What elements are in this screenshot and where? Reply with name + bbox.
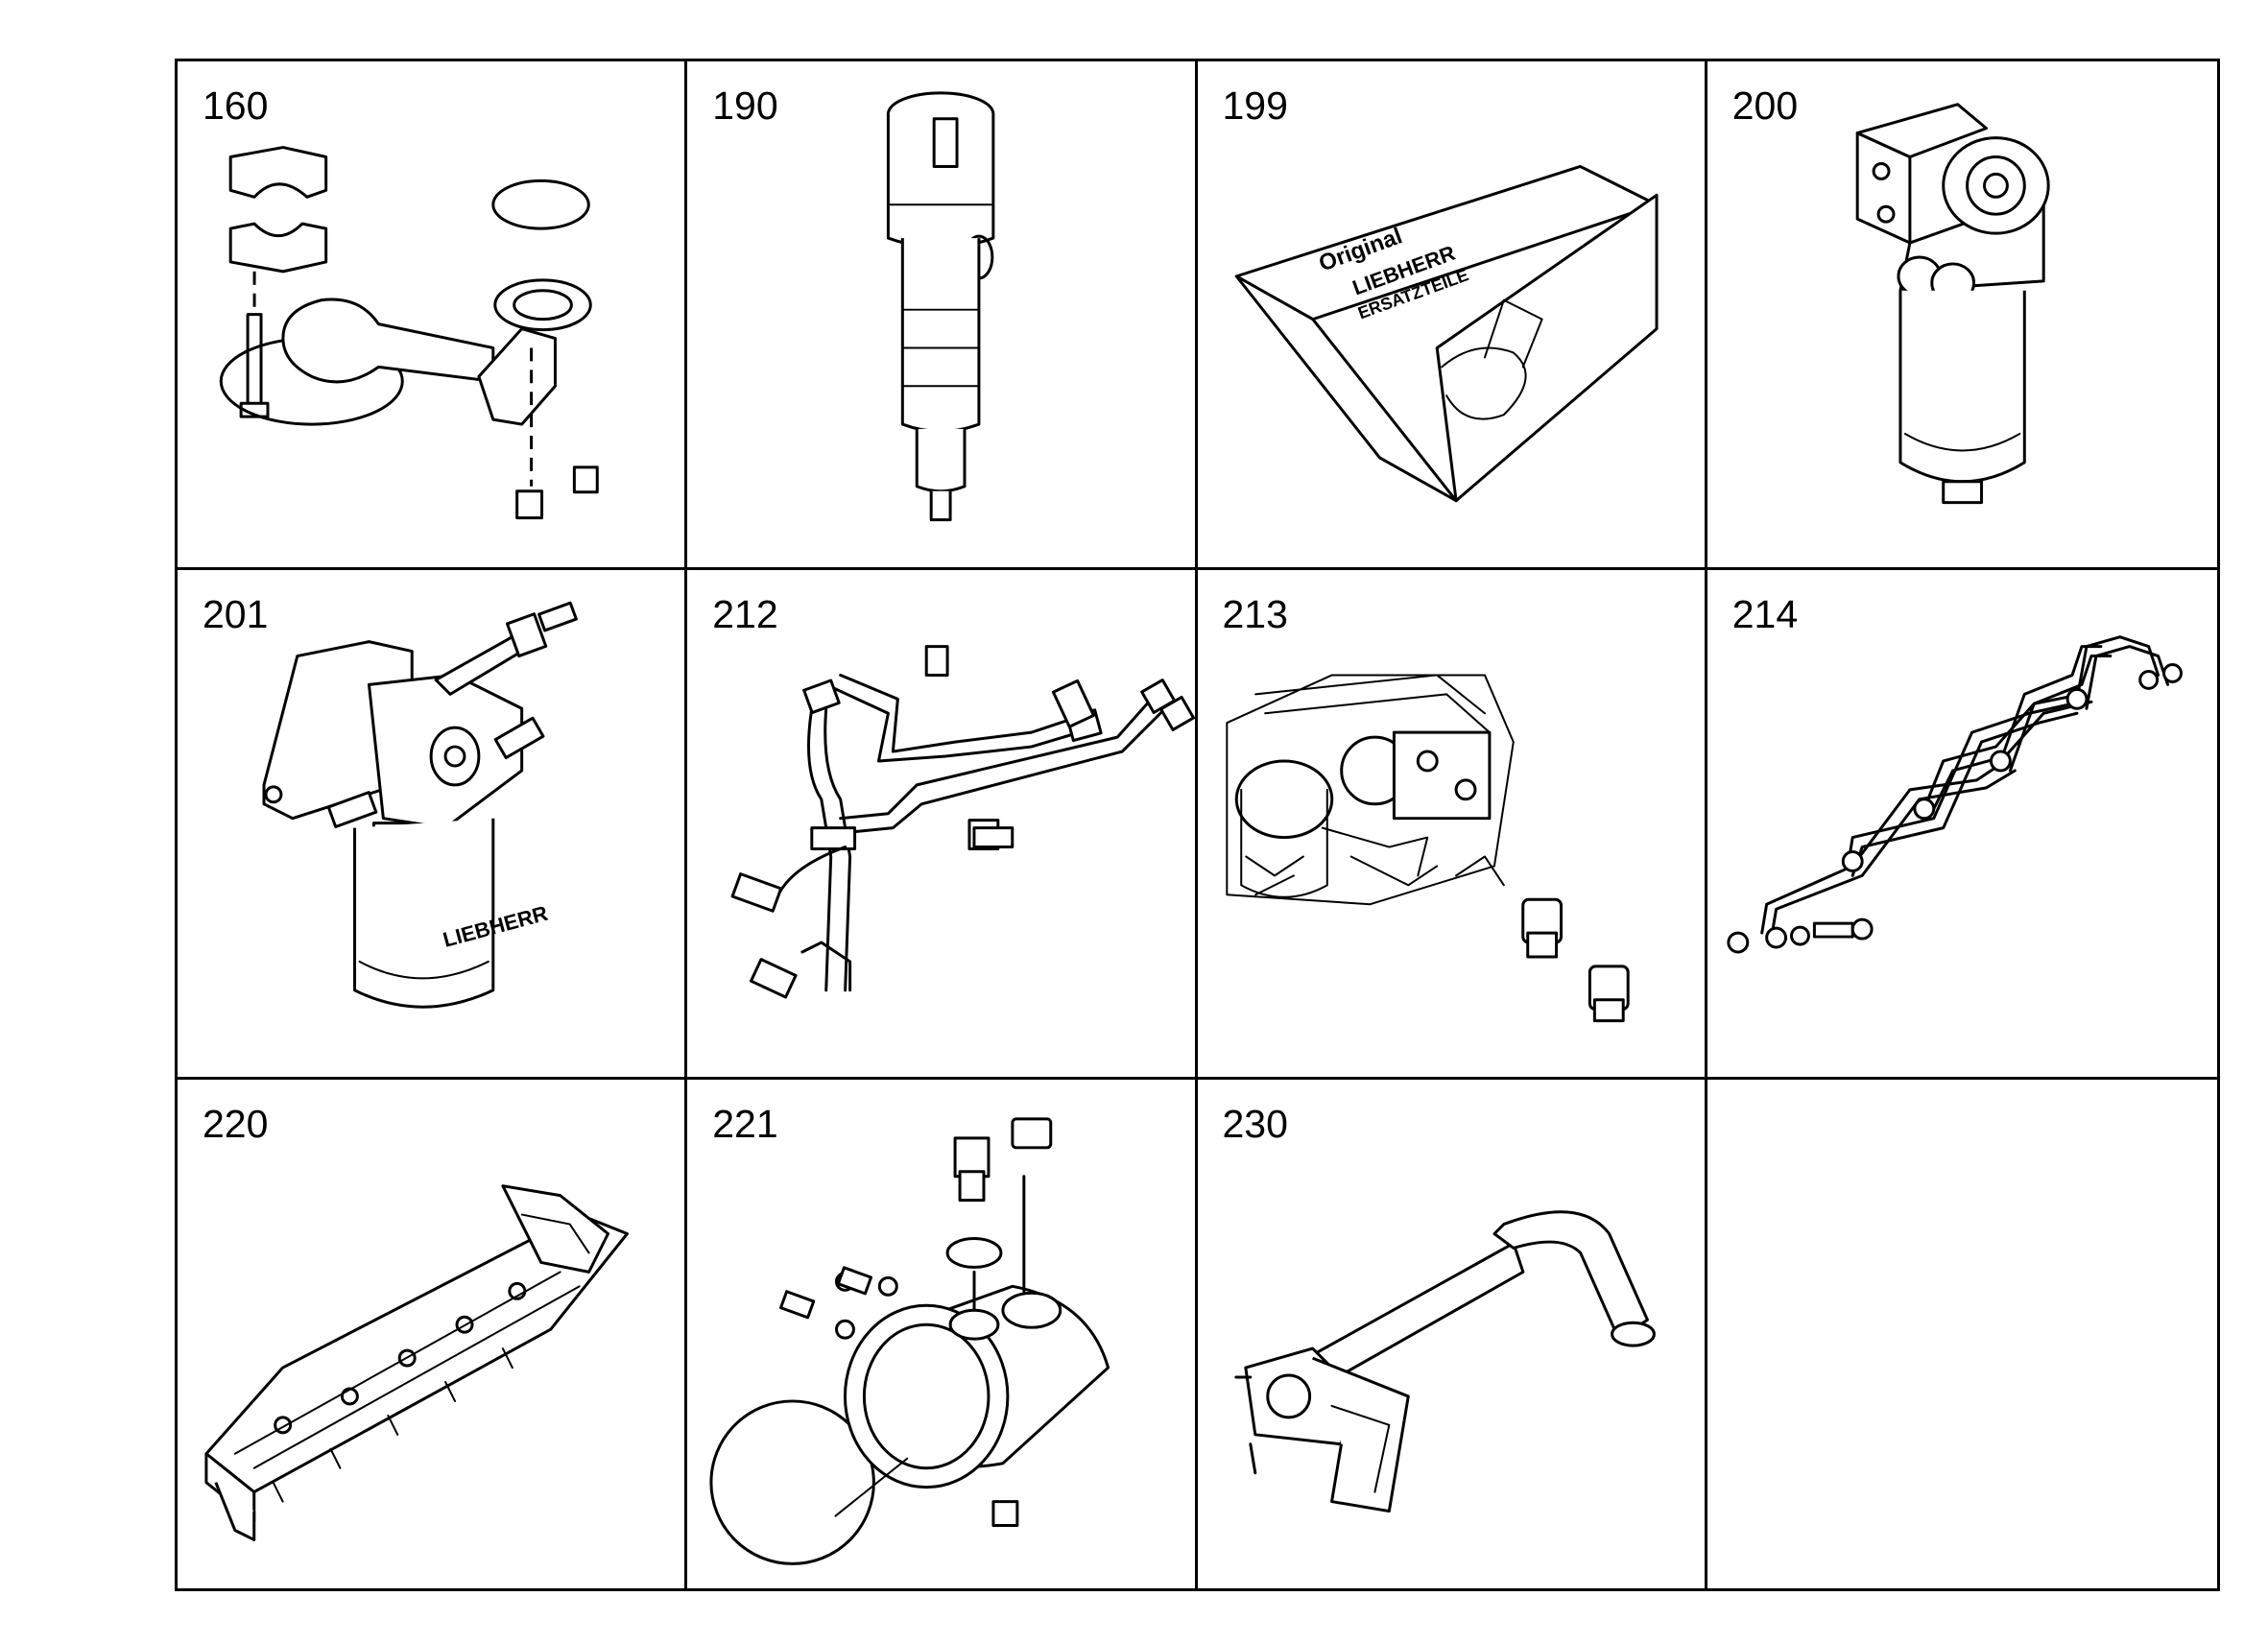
intake-manifold-icon — [204, 1183, 629, 1541]
fuel-lines-icon — [730, 645, 1195, 999]
parts-grid: 160 190 — [175, 59, 2220, 1591]
fuel-prefilter-icon — [1855, 103, 2050, 505]
part-cell-201[interactable]: 201 LIEBHERR — [178, 570, 688, 1080]
part-cell-230[interactable]: 230 — [1198, 1079, 1707, 1588]
oil-suction-pipe-icon — [219, 146, 599, 520]
pipe-connector-icon — [709, 1117, 1110, 1565]
fuel-filter-icon: LIEBHERR — [262, 602, 578, 1009]
part-number: 160 — [203, 83, 269, 128]
part-number: 221 — [712, 1101, 778, 1146]
part-cell-221[interactable]: 221 — [687, 1079, 1198, 1588]
empty-cell — [1707, 1080, 2217, 1588]
part-cell-160[interactable]: 160 — [178, 61, 688, 571]
part-cell-220[interactable]: 220 — [178, 1079, 688, 1588]
part-number: 190 — [712, 83, 778, 128]
part-cell-214[interactable]: 214 — [1707, 570, 2217, 1080]
part-number: 230 — [1222, 1101, 1288, 1146]
part-number: 214 — [1731, 592, 1799, 637]
part-number: 201 — [203, 592, 269, 637]
part-cell-212[interactable]: 212 — [687, 570, 1198, 1080]
part-number: 200 — [1731, 83, 1799, 128]
part-number: 199 — [1222, 83, 1288, 128]
part-cell-213[interactable]: 213 — [1197, 570, 1707, 1080]
injection-lines-icon — [1727, 635, 2183, 954]
part-number: 220 — [203, 1101, 269, 1146]
part-cell-199[interactable]: 199 Original LIEBHERR ERSATZTEILE — [1197, 61, 1707, 571]
part-cell-200[interactable]: 200 — [1707, 61, 2217, 571]
exhaust-pipe-icon — [1233, 1209, 1656, 1513]
injection-nozzle-icon — [887, 91, 995, 522]
part-cell-190[interactable]: 190 — [687, 61, 1198, 571]
original-parts-box-icon: Original LIEBHERR ERSATZTEILE — [1234, 164, 1659, 503]
part-number: 213 — [1222, 592, 1288, 637]
engine-fittings-icon — [1225, 674, 1630, 1023]
part-number: 212 — [712, 592, 778, 637]
